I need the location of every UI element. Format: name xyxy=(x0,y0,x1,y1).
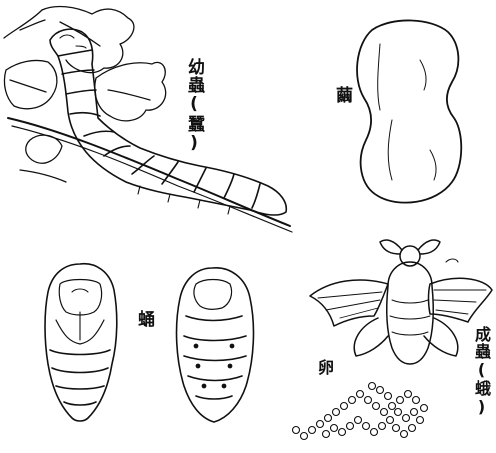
label-moth: 成蟲(蛾) xyxy=(473,326,489,417)
larva-illustration xyxy=(50,29,286,215)
moth-illustration xyxy=(310,240,492,364)
label-pupa: 蛹 xyxy=(138,312,155,329)
pupa-back-illustration xyxy=(177,268,254,422)
pupa-front-illustration xyxy=(45,264,117,421)
label-egg: 卵 xyxy=(318,360,334,376)
label-larva: 幼蟲(蠶) xyxy=(185,58,202,154)
eggs-cluster-illustration xyxy=(293,383,428,440)
label-cocoon: 繭 xyxy=(336,88,353,105)
cocoon-illustration xyxy=(357,20,461,202)
mulberry-leaves-illustration xyxy=(4,7,292,232)
